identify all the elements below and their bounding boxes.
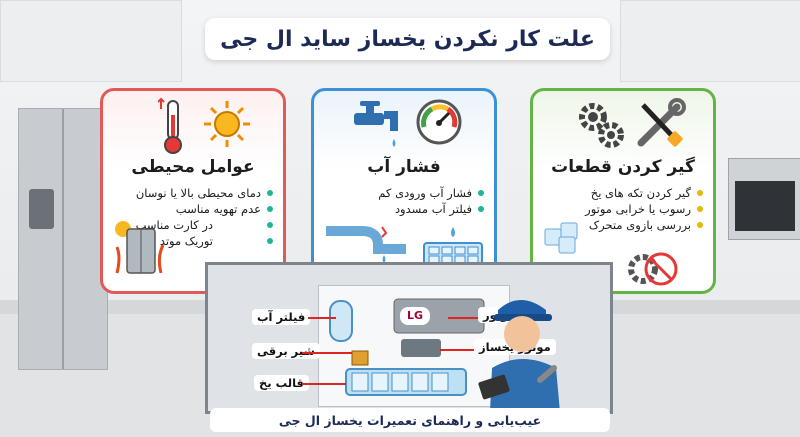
list-item: بررسی بازوی متحرک xyxy=(537,217,703,233)
arrow xyxy=(308,317,336,319)
card-stuck-parts: گیر کردن قطعات گیر کردن تکه های یخ رسوب … xyxy=(530,88,716,294)
page-title-bar: علت کار نکردن یخساز ساید ال جی xyxy=(205,18,610,60)
footer-caption: عیب‌یابی و راهنمای تعمیرات یخساز ال جی xyxy=(278,412,542,428)
ice-cubes-icon xyxy=(544,222,578,254)
motor-icon xyxy=(401,339,441,357)
gears-icon xyxy=(579,103,624,148)
label-solenoid-valve: شیر برقی xyxy=(252,343,320,359)
label-water-filter: فیلتر آب xyxy=(252,309,311,325)
footer-caption-bar: عیب‌یابی و راهنمای تعمیرات یخساز ال جی xyxy=(210,408,610,432)
technician-illustration xyxy=(478,300,560,412)
list-item: عدم تهویه مناسب xyxy=(107,201,273,217)
list-item: فیلتر آب مسدود xyxy=(318,201,484,217)
list-item: فشار آب ورودی کم xyxy=(318,185,484,201)
tablet-icon xyxy=(478,374,510,400)
list-item: گیر کردن تکه های یخ xyxy=(537,185,703,201)
wrench-screwdriver-icon xyxy=(637,98,686,147)
card-heading: گیر کردن قطعات xyxy=(551,157,695,177)
lg-logo: LG xyxy=(400,307,430,325)
ice-tray-icon xyxy=(423,227,483,266)
page-title: علت کار نکردن یخساز ساید ال جی xyxy=(220,26,595,52)
label-ice-mold: قالب یخ xyxy=(254,375,309,391)
wrench-icon xyxy=(537,365,557,383)
upper-cabinet-left xyxy=(0,0,182,82)
card-water-pressure: فشار آب فشار آب ورودی کم فیلتر آب مسدود xyxy=(311,88,497,294)
list-item: رسوب یا خرابی موتور xyxy=(537,201,703,217)
solenoid-valve-icon xyxy=(351,350,369,366)
card-environmental-factors: عوامل محیطی دمای محیطی بالا یا نوسان عدم… xyxy=(100,88,286,294)
thermometer-icon xyxy=(158,97,182,154)
oven xyxy=(728,158,800,240)
icemaker-parts xyxy=(329,298,485,396)
list-item: دمای محیطی بالا یا نوسان xyxy=(107,185,273,201)
list-item: در کارت مناسب xyxy=(107,217,273,233)
list-item: توریک موتد xyxy=(107,233,273,249)
card-list: دمای محیطی بالا یا نوسان عدم تهویه مناسب… xyxy=(107,185,273,249)
arrow xyxy=(302,383,346,385)
arrow xyxy=(448,317,478,319)
pipe-icon xyxy=(326,226,406,263)
water-tap-icon xyxy=(354,101,398,147)
sun-icon xyxy=(204,101,250,147)
background-fridge xyxy=(18,108,108,370)
arrow xyxy=(302,352,352,354)
broken-gear-icon xyxy=(628,252,678,286)
card-list: فشار آب ورودی کم فیلتر آب مسدود xyxy=(318,185,484,217)
card-heading: عوامل محیطی xyxy=(131,157,255,177)
fridge-heat-icon xyxy=(115,221,165,274)
card-heading: فشار آب xyxy=(367,157,441,177)
pressure-gauge-icon xyxy=(416,99,462,145)
upper-cabinet-right xyxy=(620,0,800,82)
card-list: گیر کردن تکه های یخ رسوب یا خرابی موتور … xyxy=(537,185,703,233)
arrow xyxy=(440,349,474,351)
water-filter-icon xyxy=(329,300,353,342)
